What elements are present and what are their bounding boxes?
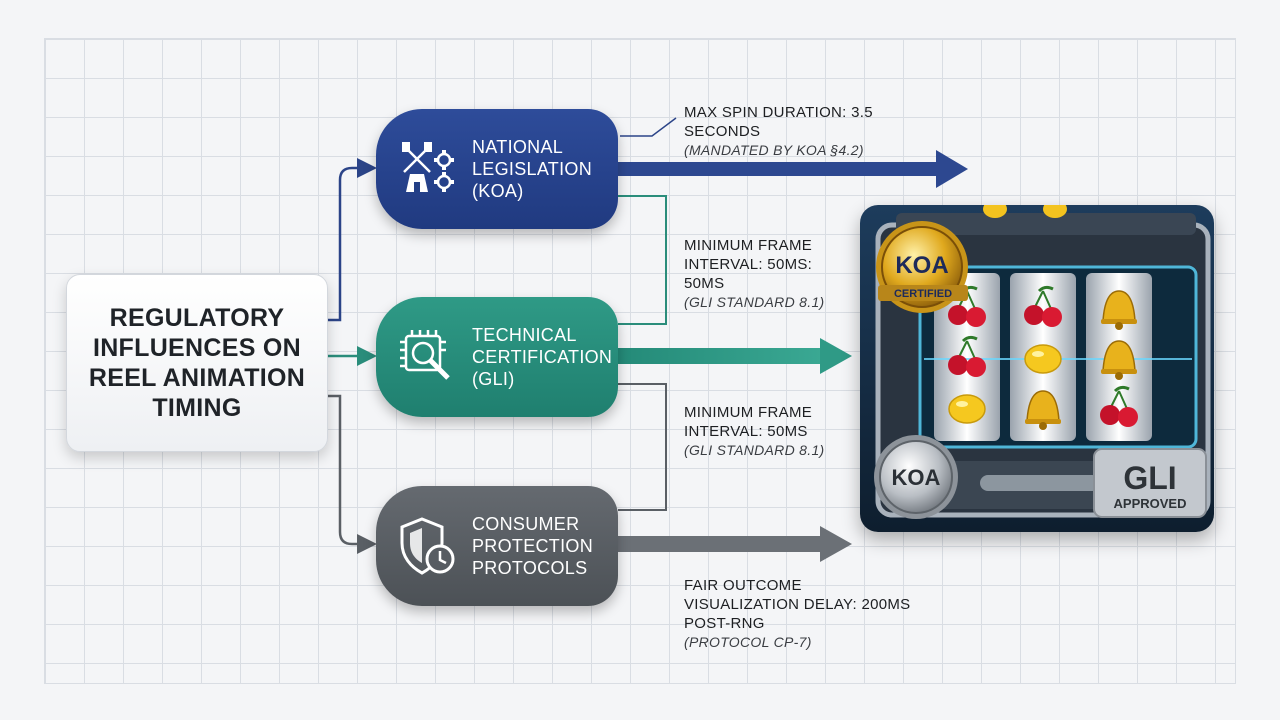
- node-label: NATIONAL LEGISLATION (KOA): [472, 137, 593, 201]
- slot-machine: KOA CERTIFIED KOA GLI APPROVED: [860, 205, 1214, 532]
- svg-text:GLI: GLI: [1123, 460, 1176, 496]
- arrow-consumer-output: [618, 526, 852, 562]
- node-label: CONSUMER PROTECTION PROTOCOLS: [472, 514, 594, 578]
- lemon-symbol: [948, 394, 986, 424]
- node-consumer-protection: CONSUMER PROTECTION PROTOCOLS: [376, 486, 618, 606]
- title-card: REGULATORY INFLUENCES ON REEL ANIMATION …: [66, 274, 328, 452]
- koa-certified-badge: KOA CERTIFIED: [876, 221, 968, 313]
- svg-text:CERTIFIED: CERTIFIED: [894, 288, 952, 300]
- arrow-legislation-output: [618, 150, 968, 188]
- arrow-technical-output: [618, 338, 852, 374]
- node-national-legislation: NATIONAL LEGISLATION (KOA): [376, 109, 618, 229]
- bell-symbol: [1101, 290, 1137, 330]
- gli-approved-badge: GLI APPROVED: [1093, 448, 1207, 518]
- node-technical-certification: TECHNICAL CERTIFICATION (GLI): [376, 297, 618, 417]
- connector-legislation-technical: [618, 195, 667, 325]
- cherry-symbol: [1024, 285, 1062, 327]
- bell-symbol: [1025, 390, 1061, 430]
- shield-clock-icon: [400, 517, 455, 575]
- connector-technical-consumer: [618, 383, 667, 511]
- diagram-title: REGULATORY INFLUENCES ON REEL ANIMATION …: [88, 304, 306, 422]
- connector-to-legislation: [326, 158, 377, 322]
- bell-symbol: [1101, 340, 1137, 380]
- note-max-spin-duration: MAX SPIN DURATION: 3.5 SECONDS (MANDATED…: [684, 104, 873, 158]
- note-min-frame-interval-1: MINIMUM FRAME INTERVAL: 50MS: 50MS (GLI …: [684, 237, 825, 310]
- note-min-frame-interval-2: MINIMUM FRAME INTERVAL: 50MS (GLI STANDA…: [684, 404, 825, 458]
- lemon-symbol: [1024, 344, 1062, 374]
- note-leader-line: [620, 117, 677, 137]
- note-fair-outcome-delay: FAIR OUTCOME VISUALIZATION DELAY: 200MS …: [684, 577, 911, 650]
- koa-silver-badge: KOA: [874, 435, 958, 519]
- windmill-gear-icon: [402, 142, 454, 192]
- svg-text:KOA: KOA: [892, 465, 941, 490]
- slot-machine-illustration: KOA CERTIFIED KOA GLI APPROVED: [860, 205, 1214, 532]
- svg-text:KOA: KOA: [895, 252, 948, 279]
- cherry-symbol: [948, 335, 986, 377]
- node-label: TECHNICAL CERTIFICATION (GLI): [472, 325, 613, 389]
- chip-magnifier-icon: [400, 330, 450, 380]
- connector-to-consumer: [326, 394, 377, 554]
- svg-text:APPROVED: APPROVED: [1114, 496, 1187, 511]
- cherry-symbol: [1100, 385, 1138, 427]
- cherry-symbol: [948, 285, 986, 327]
